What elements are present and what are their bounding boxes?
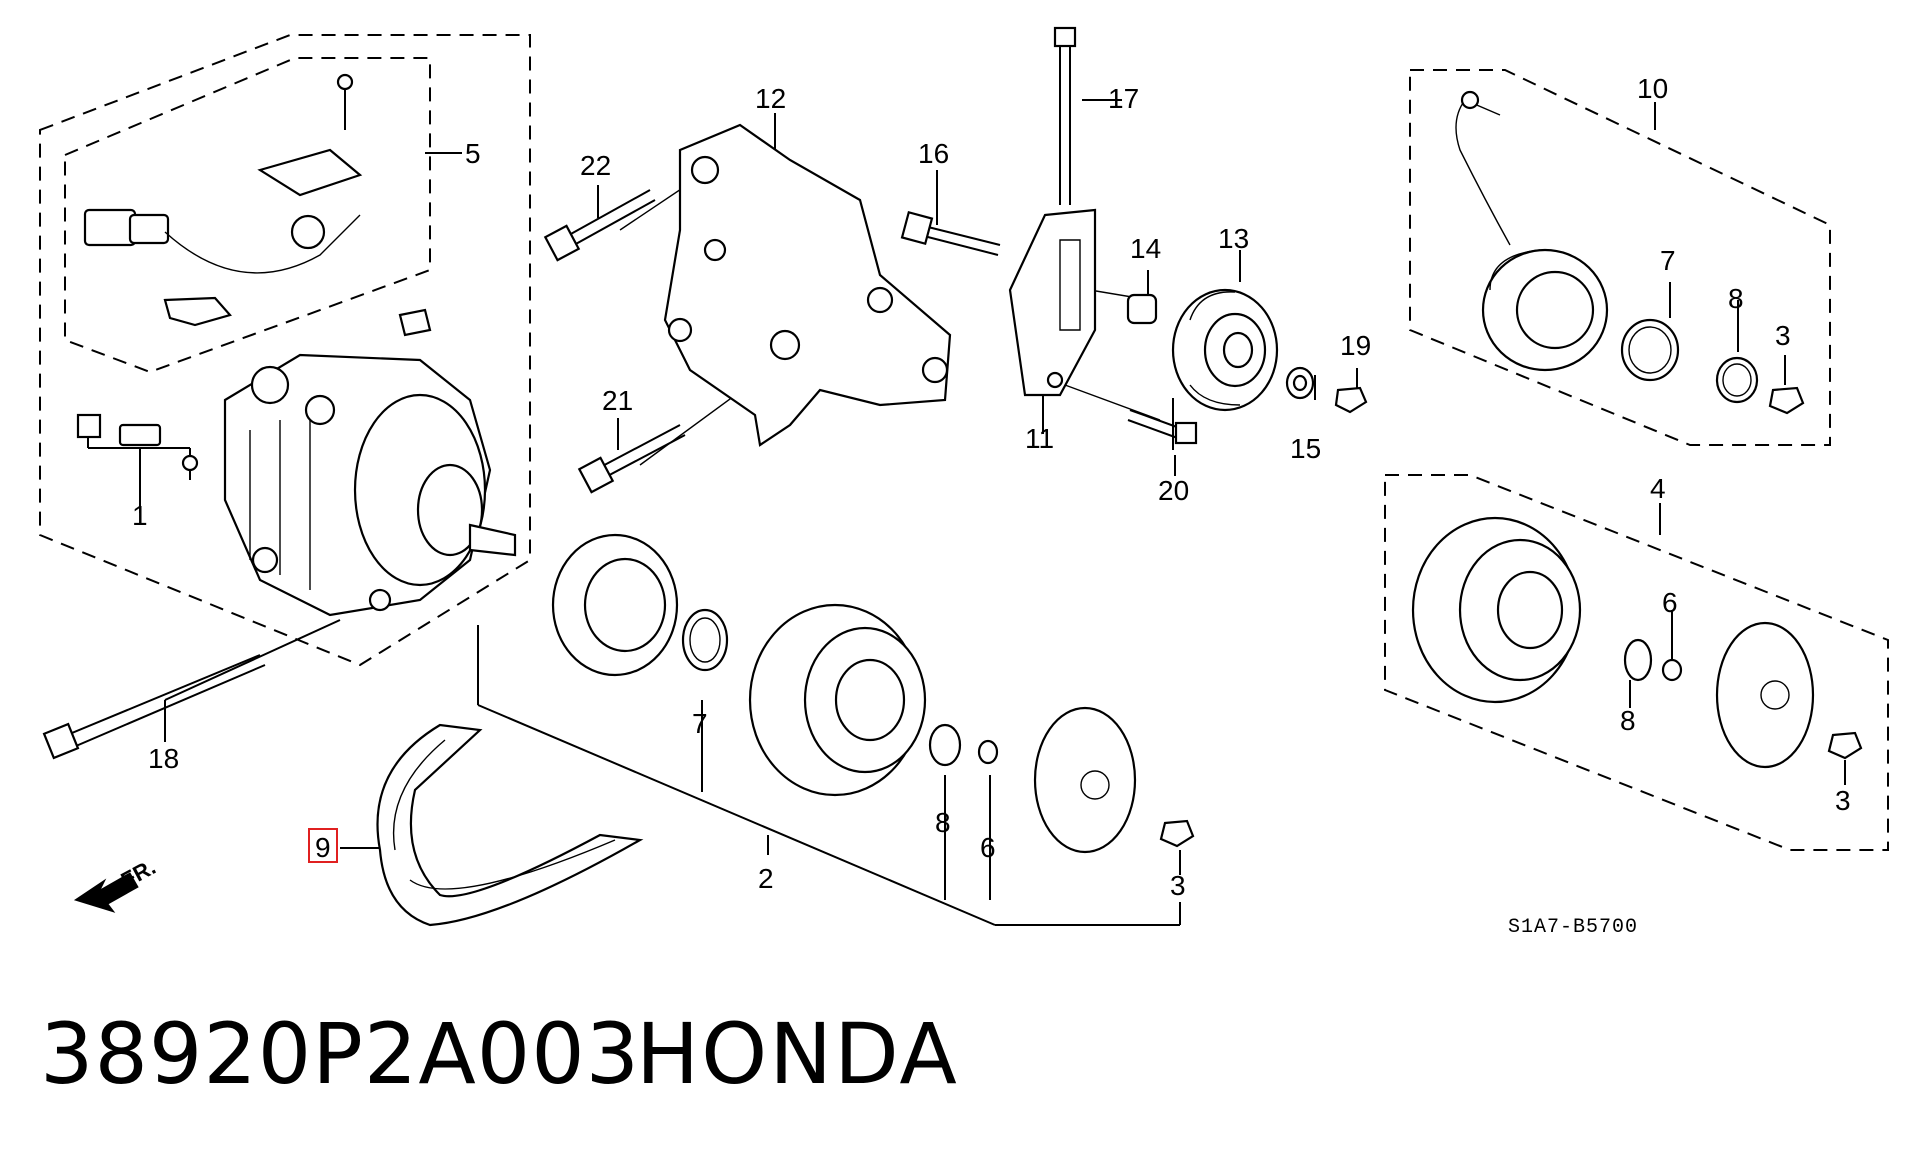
callout-7[interactable]: 7: [692, 708, 708, 739]
wiring-harness: [83, 73, 432, 337]
callout-3[interactable]: 3: [1835, 785, 1851, 816]
callout-5[interactable]: 5: [465, 138, 481, 169]
callout-2[interactable]: 2: [758, 863, 774, 894]
callout-6[interactable]: 6: [980, 832, 996, 863]
callout-20[interactable]: 20: [1158, 475, 1189, 506]
adjuster-bolt: [1127, 409, 1198, 445]
callout-18[interactable]: 18: [148, 743, 179, 774]
callout-11[interactable]: 11: [1025, 423, 1054, 454]
callout-12[interactable]: 12: [755, 83, 786, 114]
idler-pulley: [1126, 288, 1368, 414]
callout-3[interactable]: 3: [1170, 870, 1186, 901]
diagram-code: S1A7-B5700: [1508, 916, 1638, 939]
compressor-body: [223, 353, 517, 617]
callout-8[interactable]: 8: [935, 807, 951, 838]
mounting-bracket: [663, 123, 952, 447]
callout-14[interactable]: 14: [1130, 233, 1161, 264]
callout-8[interactable]: 8: [1620, 705, 1636, 736]
callout-6[interactable]: 6: [1662, 587, 1678, 618]
part-number-title: 38920P2A003: [40, 1005, 641, 1103]
bracket-bolts: [543, 189, 1001, 494]
pulley-group: [551, 533, 1195, 854]
callout-19[interactable]: 19: [1340, 330, 1371, 361]
coil-group-small-parts: [1620, 318, 1805, 415]
compressor-group-outline: [39, 34, 531, 667]
callout-22[interactable]: 22: [580, 150, 611, 181]
callout-labels: 1 2 3 3 3 4 5 6 6 7 7 8 8 8 9 10 11 12 1…: [132, 73, 1851, 901]
field-coil-group-outline: [1409, 69, 1831, 446]
callout-7[interactable]: 7: [1660, 245, 1676, 276]
field-coil: [1455, 90, 1609, 372]
group-outlines: [39, 34, 1889, 851]
callout-4[interactable]: 4: [1650, 473, 1666, 504]
callout-16[interactable]: 16: [918, 138, 949, 169]
callout-15[interactable]: 15: [1290, 433, 1321, 464]
brand-title: HONDA: [636, 1005, 959, 1103]
callout-13[interactable]: 13: [1218, 223, 1249, 254]
clutch-assembly: [1411, 516, 1863, 769]
long-bolt: [42, 654, 266, 760]
callout-3[interactable]: 3: [1775, 320, 1791, 351]
pressure-switch: [76, 413, 199, 472]
callout-21[interactable]: 21: [602, 385, 633, 416]
tension-adjuster: [1008, 26, 1097, 397]
callout-17[interactable]: 17: [1108, 83, 1139, 114]
callout-8[interactable]: 8: [1728, 283, 1744, 314]
callout-10[interactable]: 10: [1637, 73, 1668, 104]
drive-belt: [376, 723, 644, 927]
callout-9-highlight-box: [308, 828, 338, 863]
part-drawings: [42, 26, 1863, 927]
front-direction-arrow: [73, 872, 139, 913]
callout-9[interactable]: 9: [315, 832, 331, 863]
callout-1[interactable]: 1: [132, 500, 148, 531]
clutch-group-outline: [1384, 474, 1889, 851]
